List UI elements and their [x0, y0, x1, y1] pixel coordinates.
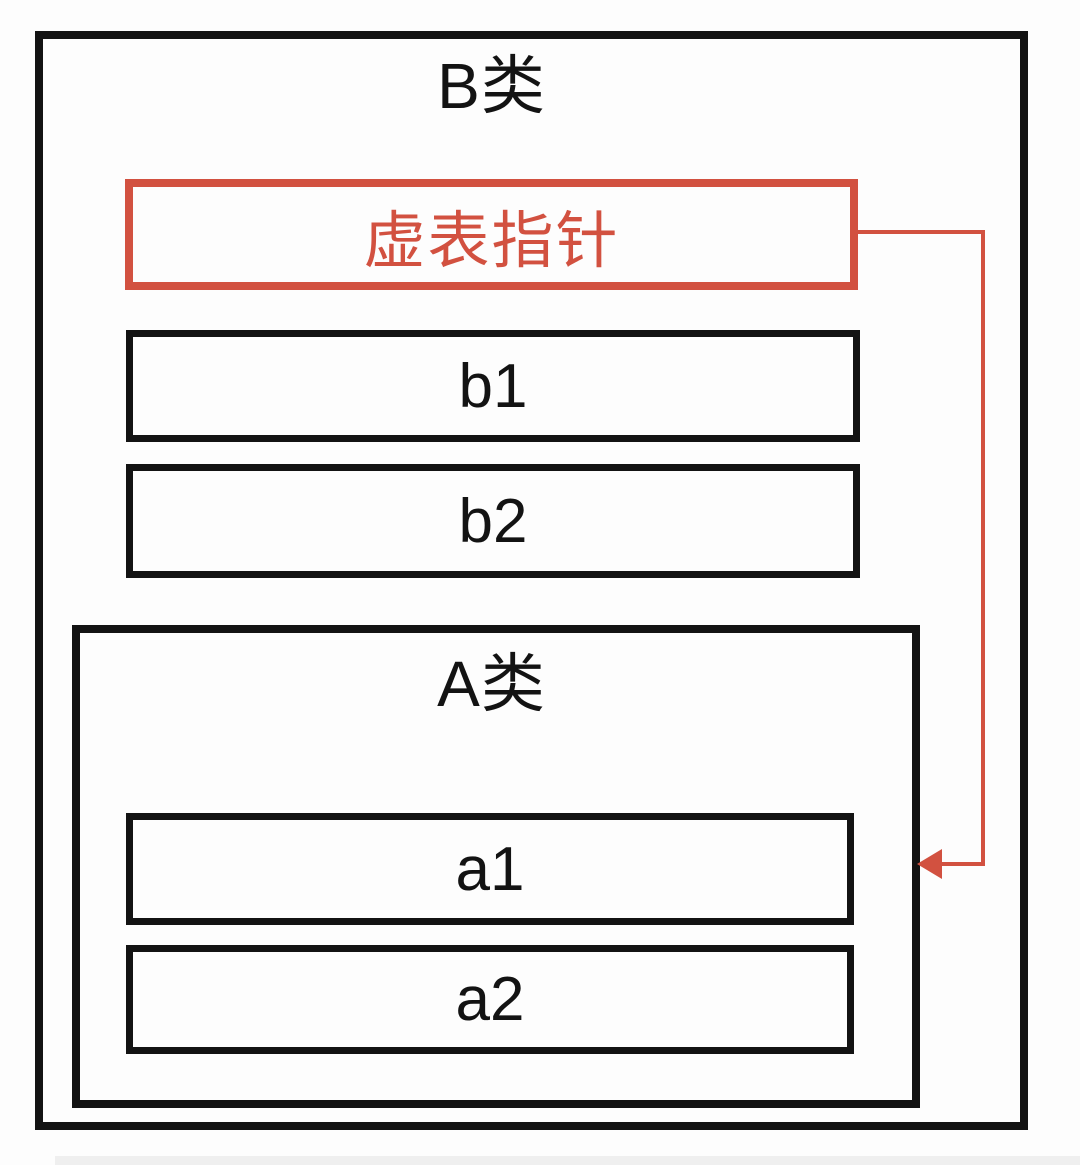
class-b-box	[35, 31, 1028, 1130]
vptr-arrow-segment-right	[981, 230, 985, 866]
vptr-arrow-segment-bottom	[938, 862, 985, 866]
vtable-pointer-box: 虚表指针	[125, 179, 858, 290]
class-a-box	[72, 625, 920, 1108]
class-a-title: A类	[437, 648, 546, 720]
member-box-b2: b2	[126, 464, 860, 578]
bottom-edge-strip	[55, 1156, 1080, 1165]
member-box-a1: a1	[126, 813, 854, 925]
member-box-b1: b1	[126, 330, 860, 442]
vptr-arrow-left-arrowhead-icon	[917, 849, 942, 879]
member-box-a2: a2	[126, 945, 854, 1054]
class-b-title: B类	[437, 50, 546, 122]
vptr-arrow-segment-top	[858, 230, 985, 234]
